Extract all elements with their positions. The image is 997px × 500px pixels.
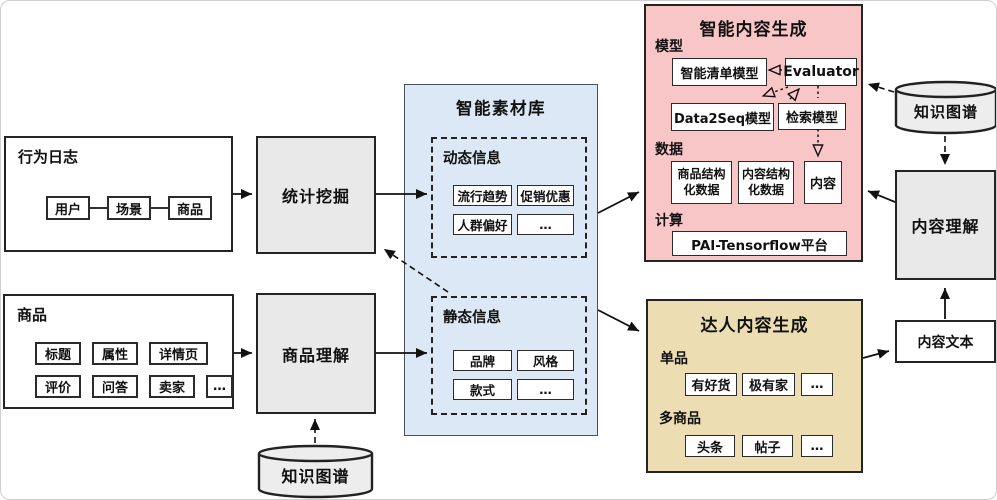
dynamic-info-title: 动态信息 (443, 151, 501, 167)
toutiao-node: 头条 (685, 435, 735, 457)
ellipsis-node: … (206, 375, 234, 398)
compute-section-label: 计算 (655, 213, 683, 229)
arrow-kgtop-to-contentgen-dashed (867, 82, 895, 93)
product-title: 商品 (17, 306, 48, 324)
expert-generation-title: 达人内容生成 (700, 316, 809, 336)
arrow-library-to-contentgen (597, 191, 640, 214)
knowledge-graph-bottom-cylinder: 知识图谱 (257, 444, 374, 499)
knowledge-graph-top-cylinder: 知识图谱 (894, 80, 996, 135)
product-row1: 标题 属性 详情页 (35, 342, 209, 365)
arrow-contentunderstanding-to-contentgen (867, 190, 896, 203)
jiyoujia-node: 极有家 (742, 373, 795, 396)
arrow-library-to-expertgen (597, 309, 640, 332)
single-item-label: 单品 (660, 351, 688, 367)
dynamic-info-grid: 流行趋势 促销优惠 人群偏好 … (453, 185, 574, 235)
multi-item-label: 多商品 (659, 411, 701, 427)
product-box: 商品 标题 属性 详情页 评价 问答 卖家 … (3, 294, 234, 409)
static-info-title: 静态信息 (443, 310, 501, 326)
knowledge-graph-top-label: 知识图谱 (913, 102, 978, 121)
stat-mining-box: 统计挖掘 (256, 136, 376, 254)
content-generation-title: 智能内容生成 (699, 20, 808, 40)
crowd-preference-node: 人群偏好 (453, 214, 512, 235)
cylinder-shape (257, 444, 374, 499)
model-section-label: 模型 (655, 39, 683, 55)
product-structured-data-node: 商品结构化数据 (671, 161, 732, 204)
scene-node: 场景 (107, 196, 152, 220)
ellipsis-node: … (517, 379, 574, 400)
model-node: 款式 (453, 379, 512, 400)
material-library-title: 智能素材库 (456, 99, 546, 118)
ellipsis-node: … (517, 214, 574, 235)
trend-node: 流行趋势 (453, 185, 512, 206)
dynamic-info-box: 动态信息 流行趋势 促销优惠 人群偏好 … (431, 137, 587, 258)
title-node: 标题 (35, 342, 82, 365)
content-text-box: 内容文本 (895, 320, 996, 363)
knowledge-graph-bottom-label: 知识图谱 (281, 467, 350, 486)
qa-node: 问答 (92, 375, 139, 398)
data2seq-model-node: Data2Seq模型 (671, 103, 774, 131)
static-info-box: 静态信息 品牌 风格 款式 … (431, 296, 587, 415)
item-node: 商品 (168, 196, 213, 220)
chain-link (90, 207, 108, 209)
product-understanding-box: 商品理解 (256, 293, 376, 414)
content-understanding-box: 内容理解 (895, 170, 996, 280)
behavior-log-box: 行为日志 用户 场景 商品 (4, 136, 233, 252)
behavior-log-title: 行为日志 (18, 148, 79, 166)
content-node: 内容 (804, 161, 842, 204)
arrow-expertgen-to-contenttext (862, 349, 890, 359)
list-model-node: 智能清单模型 (672, 58, 767, 86)
behavior-log-chain: 用户 场景 商品 (46, 196, 213, 220)
cylinder-shape (894, 80, 996, 135)
detail-page-node: 详情页 (149, 342, 209, 365)
pai-tensorflow-platform-node: PAI-Tensorflow平台 (672, 231, 847, 256)
material-library-box: 智能素材库 动态信息 流行趋势 促销优惠 人群偏好 … 静态信息 品牌 风格 款… (404, 84, 598, 436)
retrieval-model-node: 检索模型 (778, 103, 846, 130)
product-row2: 评价 问答 卖家 … (35, 375, 234, 398)
brand-node: 品牌 (453, 350, 512, 371)
user-node: 用户 (46, 196, 91, 220)
tiezi-node: 帖子 (742, 435, 793, 457)
content-structured-data-node: 内容结构化数据 (738, 161, 794, 204)
seller-node: 卖家 (149, 375, 196, 398)
youhaohuo-node: 有好货 (685, 373, 737, 396)
ellipsis-node: … (801, 435, 833, 457)
promotion-node: 促销优惠 (517, 185, 574, 206)
static-info-grid: 品牌 风格 款式 … (453, 350, 574, 400)
data-section-label: 数据 (655, 142, 683, 158)
chain-link (151, 207, 169, 209)
review-node: 评价 (35, 375, 82, 398)
expert-content-generation-box: 达人内容生成 单品 有好货 极有家 … 多商品 头条 帖子 … (646, 299, 863, 473)
content-generation-box: 智能内容生成 模型 智能清单模型 Evaluator Data2Seq模型 检索… (644, 4, 863, 262)
style-node: 风格 (517, 350, 574, 371)
attribute-node: 属性 (92, 342, 139, 365)
evaluator-node: Evaluator (783, 58, 859, 86)
ellipsis-node: … (801, 373, 833, 396)
